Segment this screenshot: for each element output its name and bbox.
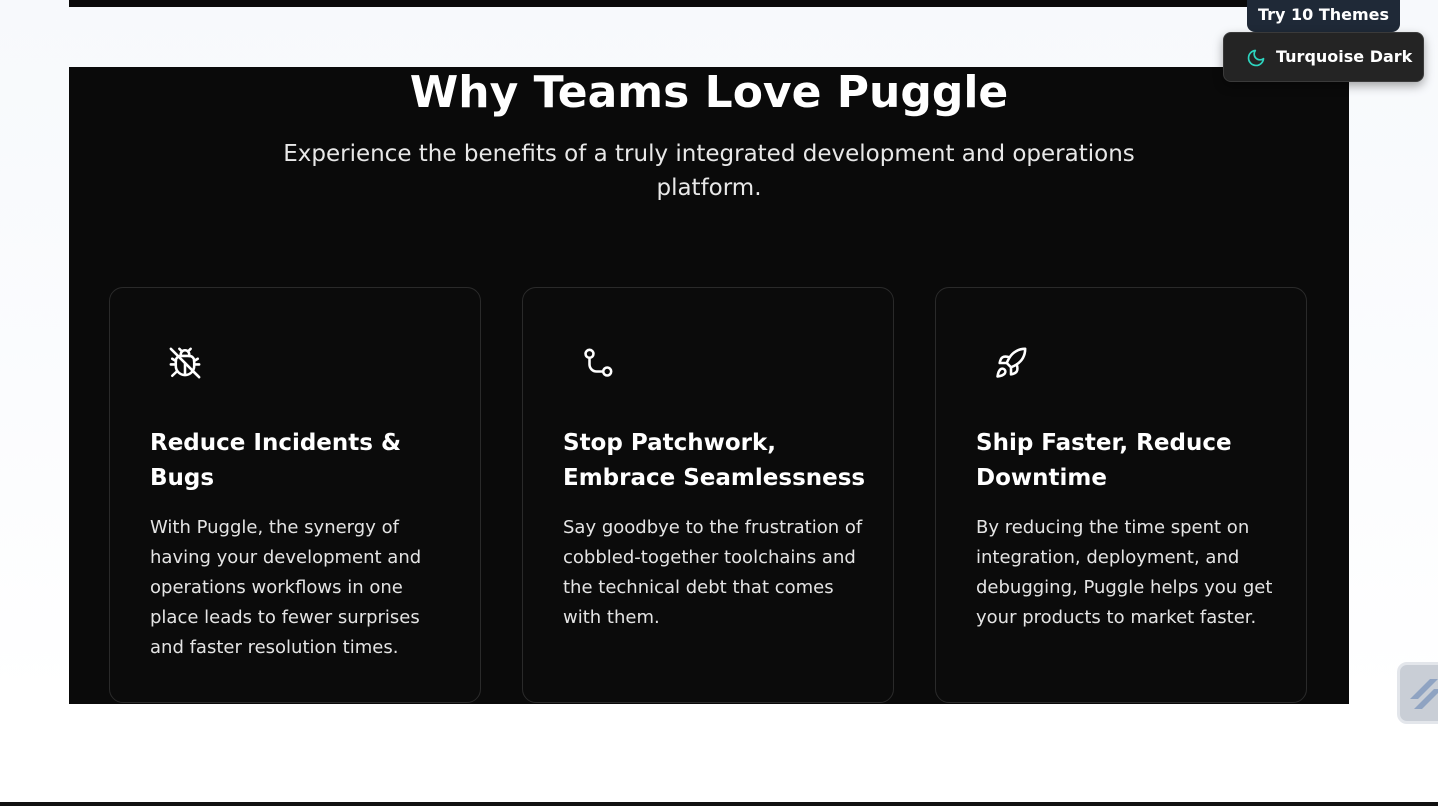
section-title: Why Teams Love Puggle <box>409 67 1009 118</box>
benefits-section: Why Teams Love Puggle Experience the ben… <box>69 67 1349 704</box>
card-description: By reducing the time spent on integratio… <box>976 517 1273 628</box>
benefit-card-incidents: Reduce Incidents & Bugs With Puggle, the… <box>109 287 481 703</box>
rocket-icon <box>996 347 1027 378</box>
theme-switcher-button[interactable]: Turquoise Dark <box>1223 32 1424 82</box>
benefit-card-seamless: Stop Patchwork, Embrace Seamlessness Say… <box>522 287 894 703</box>
card-title: Ship Faster, Reduce Downtime <box>976 430 1232 491</box>
route-icon <box>584 348 613 377</box>
current-theme-label: Turquoise Dark <box>1276 47 1413 66</box>
floating-widget-button[interactable] <box>1397 662 1438 724</box>
card-description: With Puggle, the synergy of having your … <box>150 517 422 658</box>
stack-icon <box>1410 679 1438 709</box>
bug-off-icon <box>169 347 201 379</box>
section-subtitle: Experience the benefits of a truly integ… <box>283 141 1135 201</box>
benefit-card-ship-faster: Ship Faster, Reduce Downtime By reducing… <box>935 287 1307 703</box>
try-themes-chip[interactable]: Try 10 Themes <box>1247 0 1400 32</box>
card-description: Say goodbye to the frustration of cobble… <box>563 517 863 628</box>
moon-icon <box>1247 49 1265 67</box>
previous-section-edge <box>69 0 1349 7</box>
card-title: Reduce Incidents & Bugs <box>150 430 402 491</box>
page-bottom-border <box>0 802 1438 806</box>
card-title: Stop Patchwork, Embrace Seamlessness <box>563 430 866 491</box>
